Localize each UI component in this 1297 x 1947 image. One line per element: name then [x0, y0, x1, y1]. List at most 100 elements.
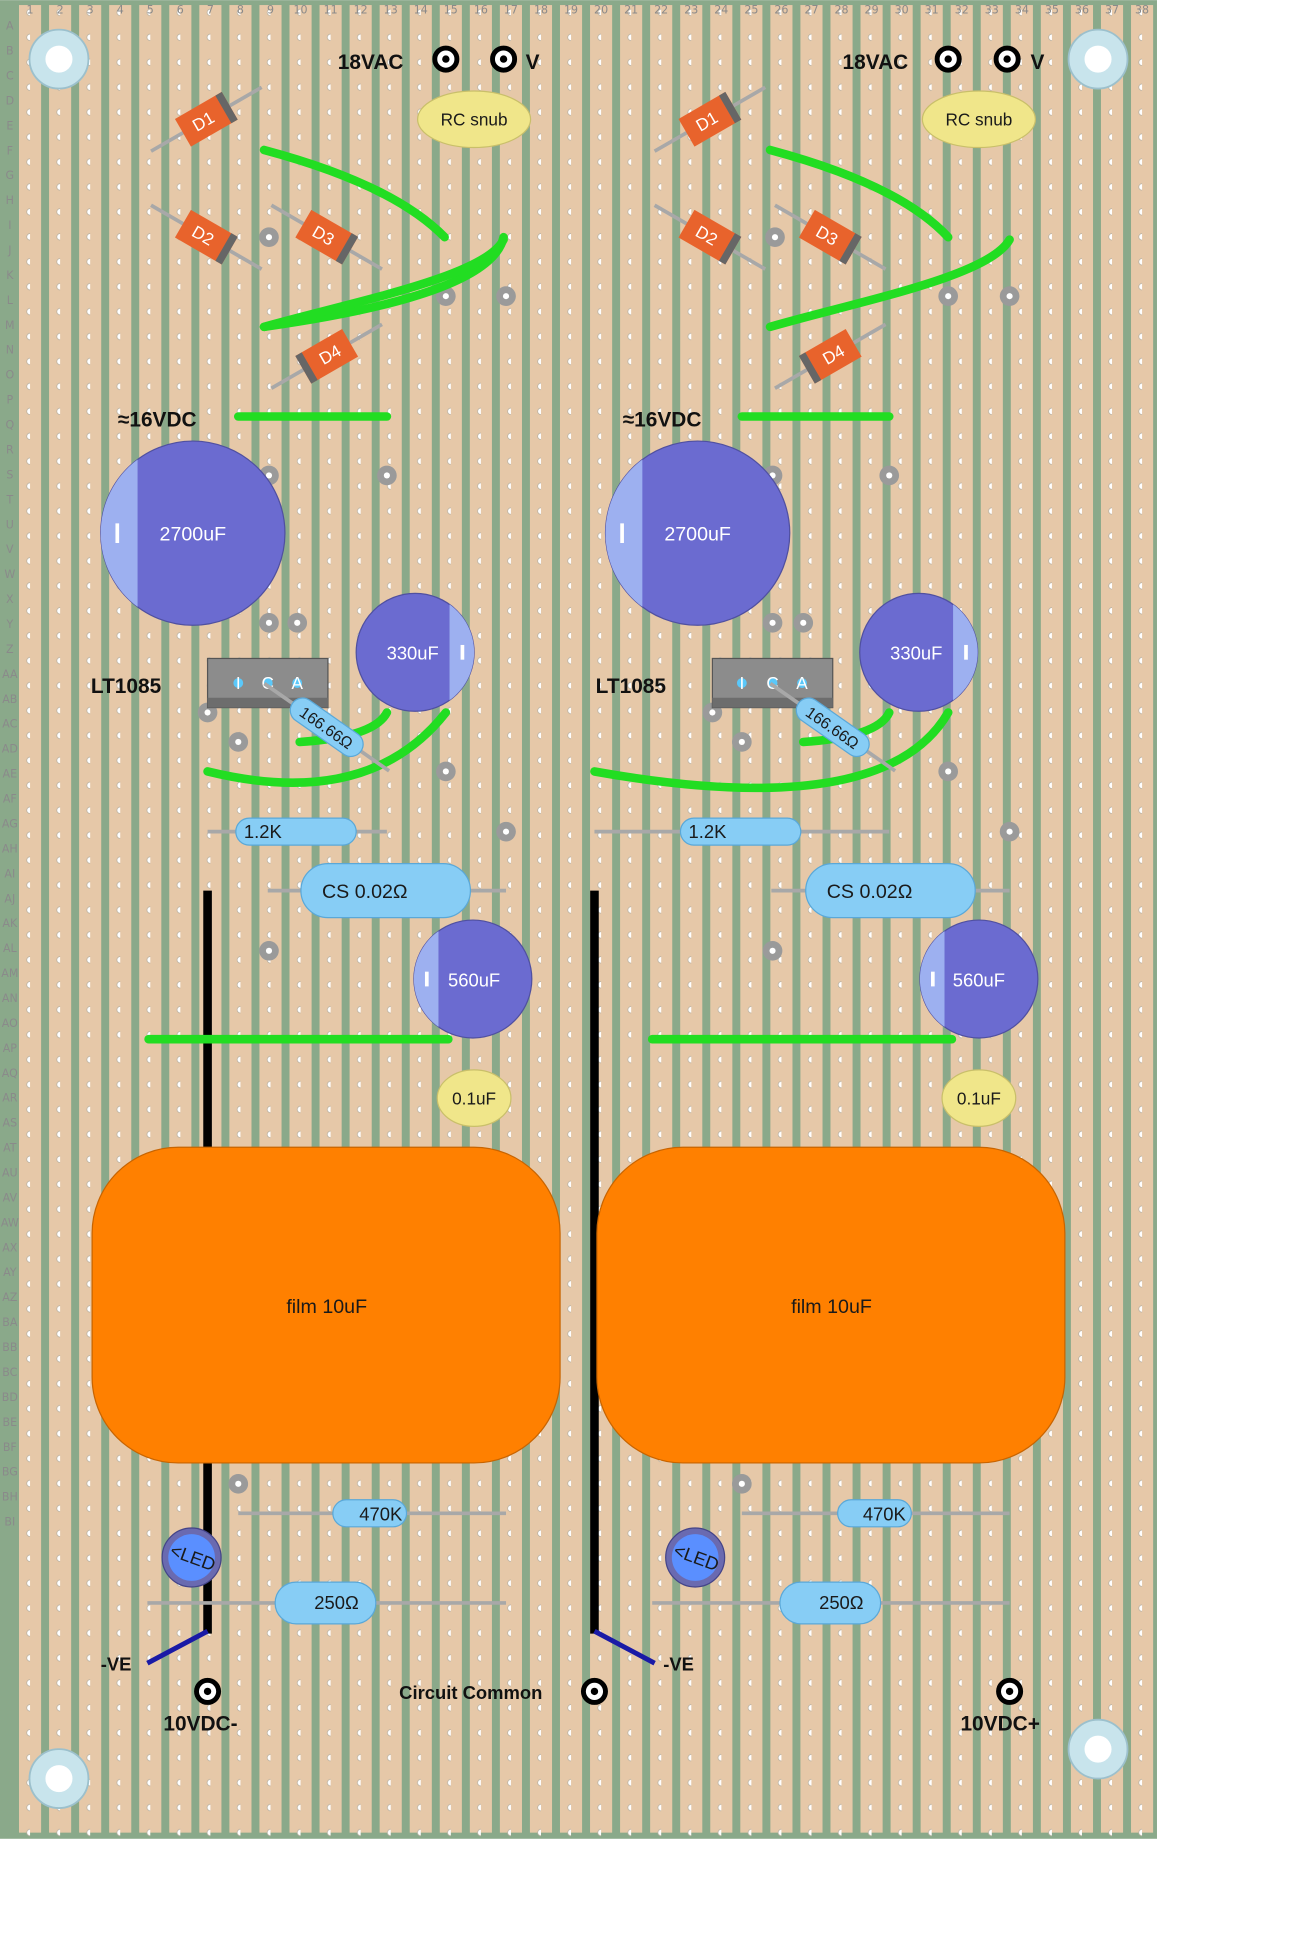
wire-blue-right: [593, 1629, 656, 1666]
column-number: 25: [744, 4, 758, 17]
diode-d1-left: D1: [150, 85, 263, 153]
svg-text:1.2K: 1.2K: [689, 821, 728, 842]
row-letter: K: [6, 269, 14, 282]
column-number: 18: [534, 4, 548, 17]
row-letter: AV: [3, 1191, 18, 1204]
row-letter: BA: [2, 1316, 18, 1329]
column-number: 3: [87, 4, 94, 17]
capacitor-2700uf-right: 2700uF: [604, 440, 791, 626]
column-number: 14: [414, 4, 428, 17]
svg-text:470K: 470K: [359, 1504, 403, 1525]
label-v-left: V: [526, 51, 540, 74]
column-number: 31: [925, 4, 939, 17]
resistor-470k-left: 470K: [238, 1499, 507, 1528]
diode-d3-right: D3: [774, 203, 887, 271]
svg-text:CS 0.02Ω: CS 0.02Ω: [827, 881, 913, 903]
row-letter: AK: [2, 917, 18, 930]
resistor-cs-left: CS 0.02Ω: [267, 862, 507, 919]
row-letter: H: [6, 194, 14, 207]
led-right: <LED: [665, 1527, 726, 1588]
row-letter: BB: [2, 1341, 17, 1354]
capacitor-330uf-left: 330uF: [355, 592, 475, 712]
column-number: 35: [1045, 4, 1059, 17]
capacitor-560uf-left: 560uF: [413, 919, 533, 1039]
row-letter: X: [6, 593, 14, 606]
terminals-left: [194, 45, 518, 1705]
row-letter: AR: [2, 1092, 18, 1105]
column-number: 7: [207, 4, 214, 17]
row-letter: AW: [1, 1216, 19, 1229]
row-letter: A: [6, 20, 14, 33]
svg-text:I: I: [739, 673, 744, 693]
row-letter: G: [6, 169, 15, 182]
svg-text:250Ω: 250Ω: [819, 1592, 863, 1613]
svg-text:film 10uF: film 10uF: [791, 1296, 872, 1318]
row-letter: N: [6, 344, 14, 357]
row-letter: Y: [5, 618, 13, 631]
row-letter: AL: [3, 942, 18, 955]
wire-blue-left: [146, 1629, 209, 1666]
resistor-470k-right: 470K: [741, 1499, 1010, 1528]
row-letter: C: [6, 69, 14, 82]
svg-text:250Ω: 250Ω: [314, 1592, 358, 1613]
row-letter: B: [6, 45, 14, 58]
svg-text:A: A: [796, 673, 808, 693]
resistor-250ohm-left: 250Ω: [147, 1581, 507, 1625]
row-letter: R: [6, 443, 14, 456]
label-v-right: V: [1030, 51, 1044, 74]
column-number: 19: [564, 4, 578, 17]
rc-snub-label-left: RC snub: [441, 109, 508, 129]
row-letter: L: [7, 294, 14, 307]
label-18vac-right: 18VAC: [843, 51, 909, 74]
row-letter: AO: [2, 1017, 18, 1030]
diode-d4-right: D4: [774, 322, 887, 390]
row-letter: P: [6, 394, 13, 407]
column-number: 29: [865, 4, 879, 17]
capacitor-film-left: film 10uF: [91, 1146, 561, 1464]
diode-d3-left: D3: [270, 203, 383, 271]
row-letter: U: [6, 518, 14, 531]
row-letter: AH: [2, 842, 18, 855]
rc-snubber-right: [921, 90, 1037, 149]
row-letter: AU: [2, 1167, 18, 1180]
row-letter: AT: [3, 1142, 17, 1155]
label-ve-left: -VE: [101, 1654, 132, 1675]
row-letter: AG: [2, 817, 18, 830]
label-circuit-common: Circuit Common: [399, 1682, 542, 1703]
column-number: 32: [955, 4, 969, 17]
column-number: 4: [117, 4, 124, 17]
row-letter: O: [5, 369, 14, 382]
svg-text:560uF: 560uF: [953, 969, 1005, 990]
column-number: 21: [624, 4, 638, 17]
capacitor-01uf-left: 0.1uF: [436, 1069, 512, 1128]
row-letter: Q: [5, 419, 14, 432]
jumper-ac-cross-left: [259, 235, 508, 332]
row-letter: AM: [1, 967, 18, 980]
label-lt1085-left: LT1085: [91, 675, 162, 698]
row-letter: AS: [3, 1117, 18, 1130]
label-10vdc-neg: 10VDC-: [163, 1713, 237, 1736]
resistor-1k2-right: 1.2K: [594, 817, 890, 846]
column-number: 1: [27, 4, 34, 17]
column-number: 16: [474, 4, 488, 17]
row-letter: AP: [3, 1042, 18, 1055]
column-number: 11: [324, 4, 338, 17]
row-letter: AC: [2, 718, 17, 731]
label-ve-right: -VE: [663, 1654, 694, 1675]
label-16vdc-right: ≈16VDC: [623, 408, 702, 431]
svg-text:film 10uF: film 10uF: [286, 1296, 367, 1318]
column-number: 22: [654, 4, 668, 17]
diode-d2-left: D2: [150, 203, 263, 271]
label-lt1085-right: LT1085: [596, 675, 667, 698]
column-number: 36: [1075, 4, 1089, 17]
row-letter: AA: [2, 668, 18, 681]
svg-text:560uF: 560uF: [448, 969, 500, 990]
column-number: 8: [237, 4, 244, 17]
row-letter: E: [6, 119, 13, 132]
row-letter: AD: [2, 743, 18, 756]
resistor-1k2-left: 1.2K: [207, 817, 387, 846]
row-letter: S: [6, 468, 13, 481]
label-18vac-left: 18VAC: [338, 51, 404, 74]
row-letter: AY: [3, 1266, 17, 1279]
column-number: 13: [384, 4, 398, 17]
